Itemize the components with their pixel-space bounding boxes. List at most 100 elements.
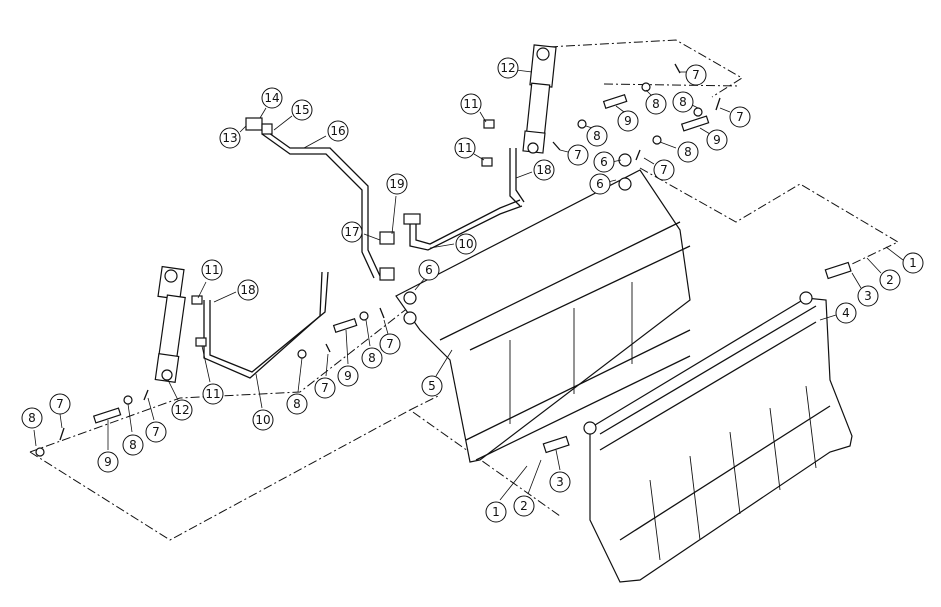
root-rake-frame xyxy=(395,153,691,463)
callout-19: 19 xyxy=(386,173,408,235)
svg-text:8: 8 xyxy=(129,438,137,452)
callout-7-a: 7 xyxy=(680,64,707,86)
callout-6-a: 6 xyxy=(414,259,440,291)
callout-2-a: 2 xyxy=(866,257,901,291)
svg-text:7: 7 xyxy=(660,163,668,177)
svg-text:7: 7 xyxy=(321,381,329,395)
callout-8-f: 8 xyxy=(286,357,308,415)
svg-text:7: 7 xyxy=(736,110,744,124)
svg-text:8: 8 xyxy=(293,397,301,411)
callout-7-c: 7 xyxy=(559,144,589,166)
callout-12-b: 12 xyxy=(167,379,193,421)
svg-text:1: 1 xyxy=(492,505,500,519)
svg-text:13: 13 xyxy=(222,131,237,145)
callout-12-a: 12 xyxy=(497,57,533,79)
svg-text:8: 8 xyxy=(679,95,687,109)
right-hydraulic-cylinder xyxy=(522,44,557,154)
callout-11-c: 11 xyxy=(197,259,223,299)
callout-9-d: 9 xyxy=(97,420,119,473)
callout-8-g: 8 xyxy=(122,403,144,456)
callout-7-g: 7 xyxy=(145,397,167,443)
svg-text:6: 6 xyxy=(600,155,608,169)
callout-6-c: 6 xyxy=(593,151,622,173)
callout-11-b: 11 xyxy=(454,137,485,161)
svg-text:6: 6 xyxy=(596,177,604,191)
svg-text:6: 6 xyxy=(425,263,433,277)
svg-text:9: 9 xyxy=(344,369,352,383)
svg-text:12: 12 xyxy=(500,61,515,75)
svg-text:19: 19 xyxy=(389,177,404,191)
svg-text:9: 9 xyxy=(104,455,112,469)
callout-9-c: 9 xyxy=(337,329,359,387)
svg-text:8: 8 xyxy=(593,129,601,143)
callout-4: 4 xyxy=(819,302,857,324)
callout-2-b: 2 xyxy=(513,459,542,517)
callout-1-b: 1 xyxy=(485,465,528,523)
svg-text:12: 12 xyxy=(174,403,189,417)
svg-text:2: 2 xyxy=(520,499,528,513)
svg-text:3: 3 xyxy=(556,475,564,489)
callout-10-b: 10 xyxy=(252,373,274,431)
callout-17: 17 xyxy=(341,221,381,243)
svg-text:4: 4 xyxy=(842,306,850,320)
callout-14: 14 xyxy=(259,87,283,119)
part-callouts: 1 2 3 4 1 2 3 5 6 6 6 7 7 7 7 7 7 7 7 8 … xyxy=(21,57,924,523)
callout-8-d: 8 xyxy=(659,141,699,163)
callout-8-e: 8 xyxy=(361,319,383,369)
callout-6-b: 6 xyxy=(589,173,617,195)
callout-9-a: 9 xyxy=(615,105,639,132)
svg-text:1: 1 xyxy=(909,256,917,270)
svg-text:8: 8 xyxy=(28,411,36,425)
svg-text:2: 2 xyxy=(886,273,894,287)
callout-15: 15 xyxy=(273,99,313,131)
callout-7-f: 7 xyxy=(314,353,336,399)
left-hydraulic-cylinder xyxy=(154,265,186,383)
svg-text:8: 8 xyxy=(652,97,660,111)
hydraulic-hoses xyxy=(203,127,525,379)
callout-18-a: 18 xyxy=(515,159,555,181)
svg-text:7: 7 xyxy=(56,397,64,411)
callout-8-b: 8 xyxy=(672,91,699,113)
svg-text:17: 17 xyxy=(344,225,359,239)
svg-text:5: 5 xyxy=(428,379,436,393)
svg-text:11: 11 xyxy=(457,141,472,155)
callout-11-a: 11 xyxy=(460,93,487,123)
callout-1-a: 1 xyxy=(885,246,924,274)
callout-3-a: 3 xyxy=(851,272,879,307)
svg-text:7: 7 xyxy=(386,337,394,351)
svg-text:10: 10 xyxy=(255,413,270,427)
callout-11-d: 11 xyxy=(201,345,224,405)
callout-7-h: 7 xyxy=(49,393,71,429)
svg-text:8: 8 xyxy=(684,145,692,159)
callout-8-c: 8 xyxy=(585,125,608,147)
svg-text:18: 18 xyxy=(536,163,551,177)
callout-9-b: 9 xyxy=(699,127,728,151)
callout-18-b: 18 xyxy=(213,279,259,303)
callout-8-h: 8 xyxy=(21,407,43,447)
callout-7-b: 7 xyxy=(719,106,751,128)
svg-text:9: 9 xyxy=(624,114,632,128)
svg-text:16: 16 xyxy=(330,124,345,138)
callout-13: 13 xyxy=(219,125,247,149)
svg-text:8: 8 xyxy=(368,351,376,365)
svg-text:10: 10 xyxy=(458,237,473,251)
callout-7-d: 7 xyxy=(643,157,675,181)
callout-16: 16 xyxy=(303,120,349,149)
svg-text:7: 7 xyxy=(692,68,700,82)
callout-3-b: 3 xyxy=(549,449,571,493)
callout-10-a: 10 xyxy=(429,233,477,255)
svg-text:7: 7 xyxy=(152,425,160,439)
svg-text:11: 11 xyxy=(205,387,220,401)
svg-text:14: 14 xyxy=(264,91,279,105)
svg-text:3: 3 xyxy=(864,289,872,303)
callout-8-a: 8 xyxy=(645,89,667,115)
svg-text:18: 18 xyxy=(240,283,255,297)
callout-5: 5 xyxy=(421,349,453,397)
callout-7-e: 7 xyxy=(379,319,401,355)
fittings xyxy=(191,117,495,347)
svg-text:7: 7 xyxy=(574,148,582,162)
svg-text:11: 11 xyxy=(204,263,219,277)
root-rake-tines xyxy=(583,291,853,583)
